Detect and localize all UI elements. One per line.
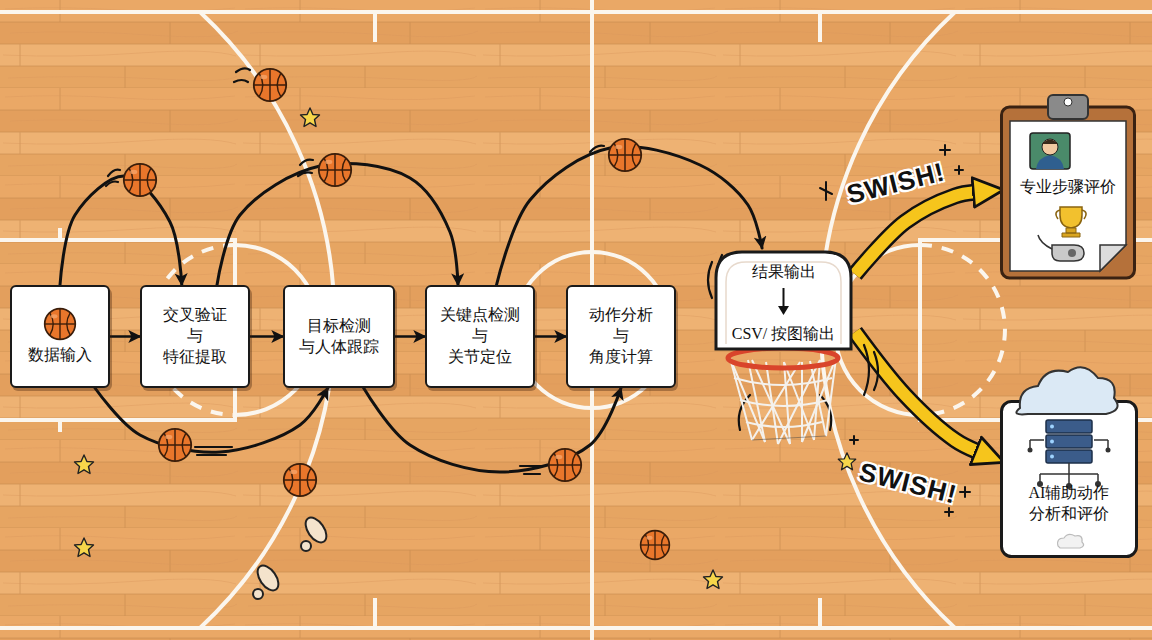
basketball (284, 464, 316, 496)
node-text: 专业步骤评价 (1020, 177, 1116, 198)
node-text: 目标检测 与人体跟踪 (299, 316, 379, 358)
process-box: 关键点检测 与 关节定位 (425, 285, 535, 388)
node-text: 数据输入 (28, 345, 92, 366)
basketball (319, 154, 351, 186)
flow-arrow (364, 388, 621, 472)
arrow-outline (855, 332, 977, 451)
node-text: 交叉验证 与 特征提取 (156, 305, 234, 367)
flow-arrow (60, 176, 182, 285)
node-text: 结果输出 (752, 262, 816, 283)
flow-arrow (95, 388, 328, 452)
basketball (124, 164, 156, 196)
basketball (549, 449, 581, 481)
basketball-hoop (728, 348, 838, 444)
basketball (641, 531, 670, 560)
arrow-line (217, 163, 458, 285)
node-shape (1000, 400, 1138, 558)
basketball (254, 69, 286, 101)
flow-arrow (217, 163, 458, 285)
process-box: 交叉验证 与 特征提取 (140, 285, 250, 388)
arrow-line (535, 335, 566, 338)
stars (75, 108, 856, 589)
cloud-server-node: AI辅助动作 分析和评价 (1000, 400, 1138, 558)
arrow-body (855, 332, 977, 451)
flow-arrow (395, 336, 425, 337)
arrow-line (60, 176, 182, 285)
motion-lines (106, 68, 878, 474)
flow-arrow (535, 336, 566, 337)
basketball (159, 429, 191, 461)
backboard-node: 结果输出 CSV/ 按图输出 (712, 248, 855, 353)
clipboard-node: 专业步骤评价 (1000, 95, 1136, 280)
footprints (253, 514, 331, 599)
arrow-line (395, 335, 425, 338)
swish-arrow (855, 332, 977, 451)
flow-arrow (110, 336, 140, 337)
arrow-line (364, 388, 621, 472)
node-text: 关键点检测 与 关节定位 (440, 305, 520, 367)
process-box: 数据输入 (10, 285, 110, 388)
node-text: AI辅助动作 分析和评价 (1018, 483, 1120, 525)
process-box: 动作分析 与 角度计算 (566, 285, 676, 388)
process-box: 目标检测 与人体跟踪 (283, 285, 395, 388)
arrow-line (95, 388, 328, 452)
arrow-line (110, 335, 140, 338)
arrow-line (250, 335, 283, 338)
basketball (609, 139, 641, 171)
node-text: 动作分析 与 角度计算 (582, 305, 660, 367)
flow-arrow (250, 336, 283, 337)
node-icon (43, 307, 77, 341)
node-text: CSV/ 按图输出 (732, 324, 836, 345)
